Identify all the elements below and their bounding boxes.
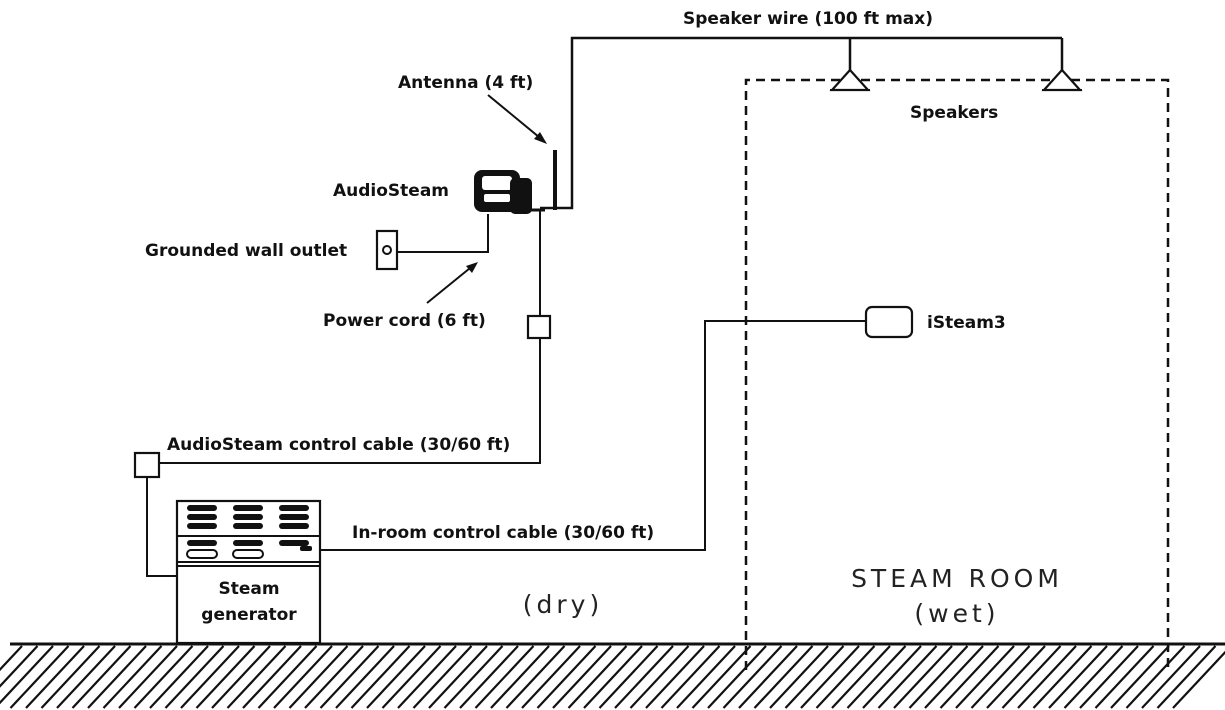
floor-hatching bbox=[0, 645, 1225, 709]
speakers-label: Speakers bbox=[910, 103, 998, 123]
speaker-icon bbox=[829, 68, 871, 92]
speaker-wire-label: Speaker wire (100 ft max) bbox=[683, 9, 933, 29]
speaker-icon bbox=[1041, 68, 1083, 92]
steam-room-label: STEAM ROOM bbox=[851, 564, 1063, 593]
power-cord-label: Power cord (6 ft) bbox=[323, 311, 486, 331]
steam-generator-label: generator bbox=[201, 605, 297, 625]
speaker-wire bbox=[540, 36, 1062, 210]
isteam3-label: iSteam3 bbox=[927, 313, 1006, 333]
wet-area-label: (wet) bbox=[914, 599, 999, 628]
wall-outlet-icon bbox=[375, 229, 399, 271]
audiosteam-control-cable-label: AudioSteam control cable (30/60 ft) bbox=[167, 435, 510, 455]
antenna-label: Antenna (4 ft) bbox=[398, 73, 533, 93]
steam-generator-label: Steam bbox=[218, 579, 279, 599]
power-cord bbox=[397, 214, 489, 253]
isteam3-control-icon bbox=[864, 305, 914, 339]
in-room-control-cable bbox=[320, 320, 866, 551]
audiosteam-device-icon bbox=[474, 170, 545, 214]
audiosteam-label: AudioSteam bbox=[333, 181, 449, 201]
cable-connector bbox=[133, 451, 161, 479]
steam-room-boundary bbox=[744, 78, 1170, 670]
grounded-outlet-label: Grounded wall outlet bbox=[145, 241, 347, 261]
dry-area-label: (dry) bbox=[523, 590, 603, 619]
cable-connector bbox=[526, 314, 552, 340]
steam-generator-icon bbox=[175, 499, 322, 645]
in-room-control-cable-label: In-room control cable (30/60 ft) bbox=[352, 523, 654, 543]
